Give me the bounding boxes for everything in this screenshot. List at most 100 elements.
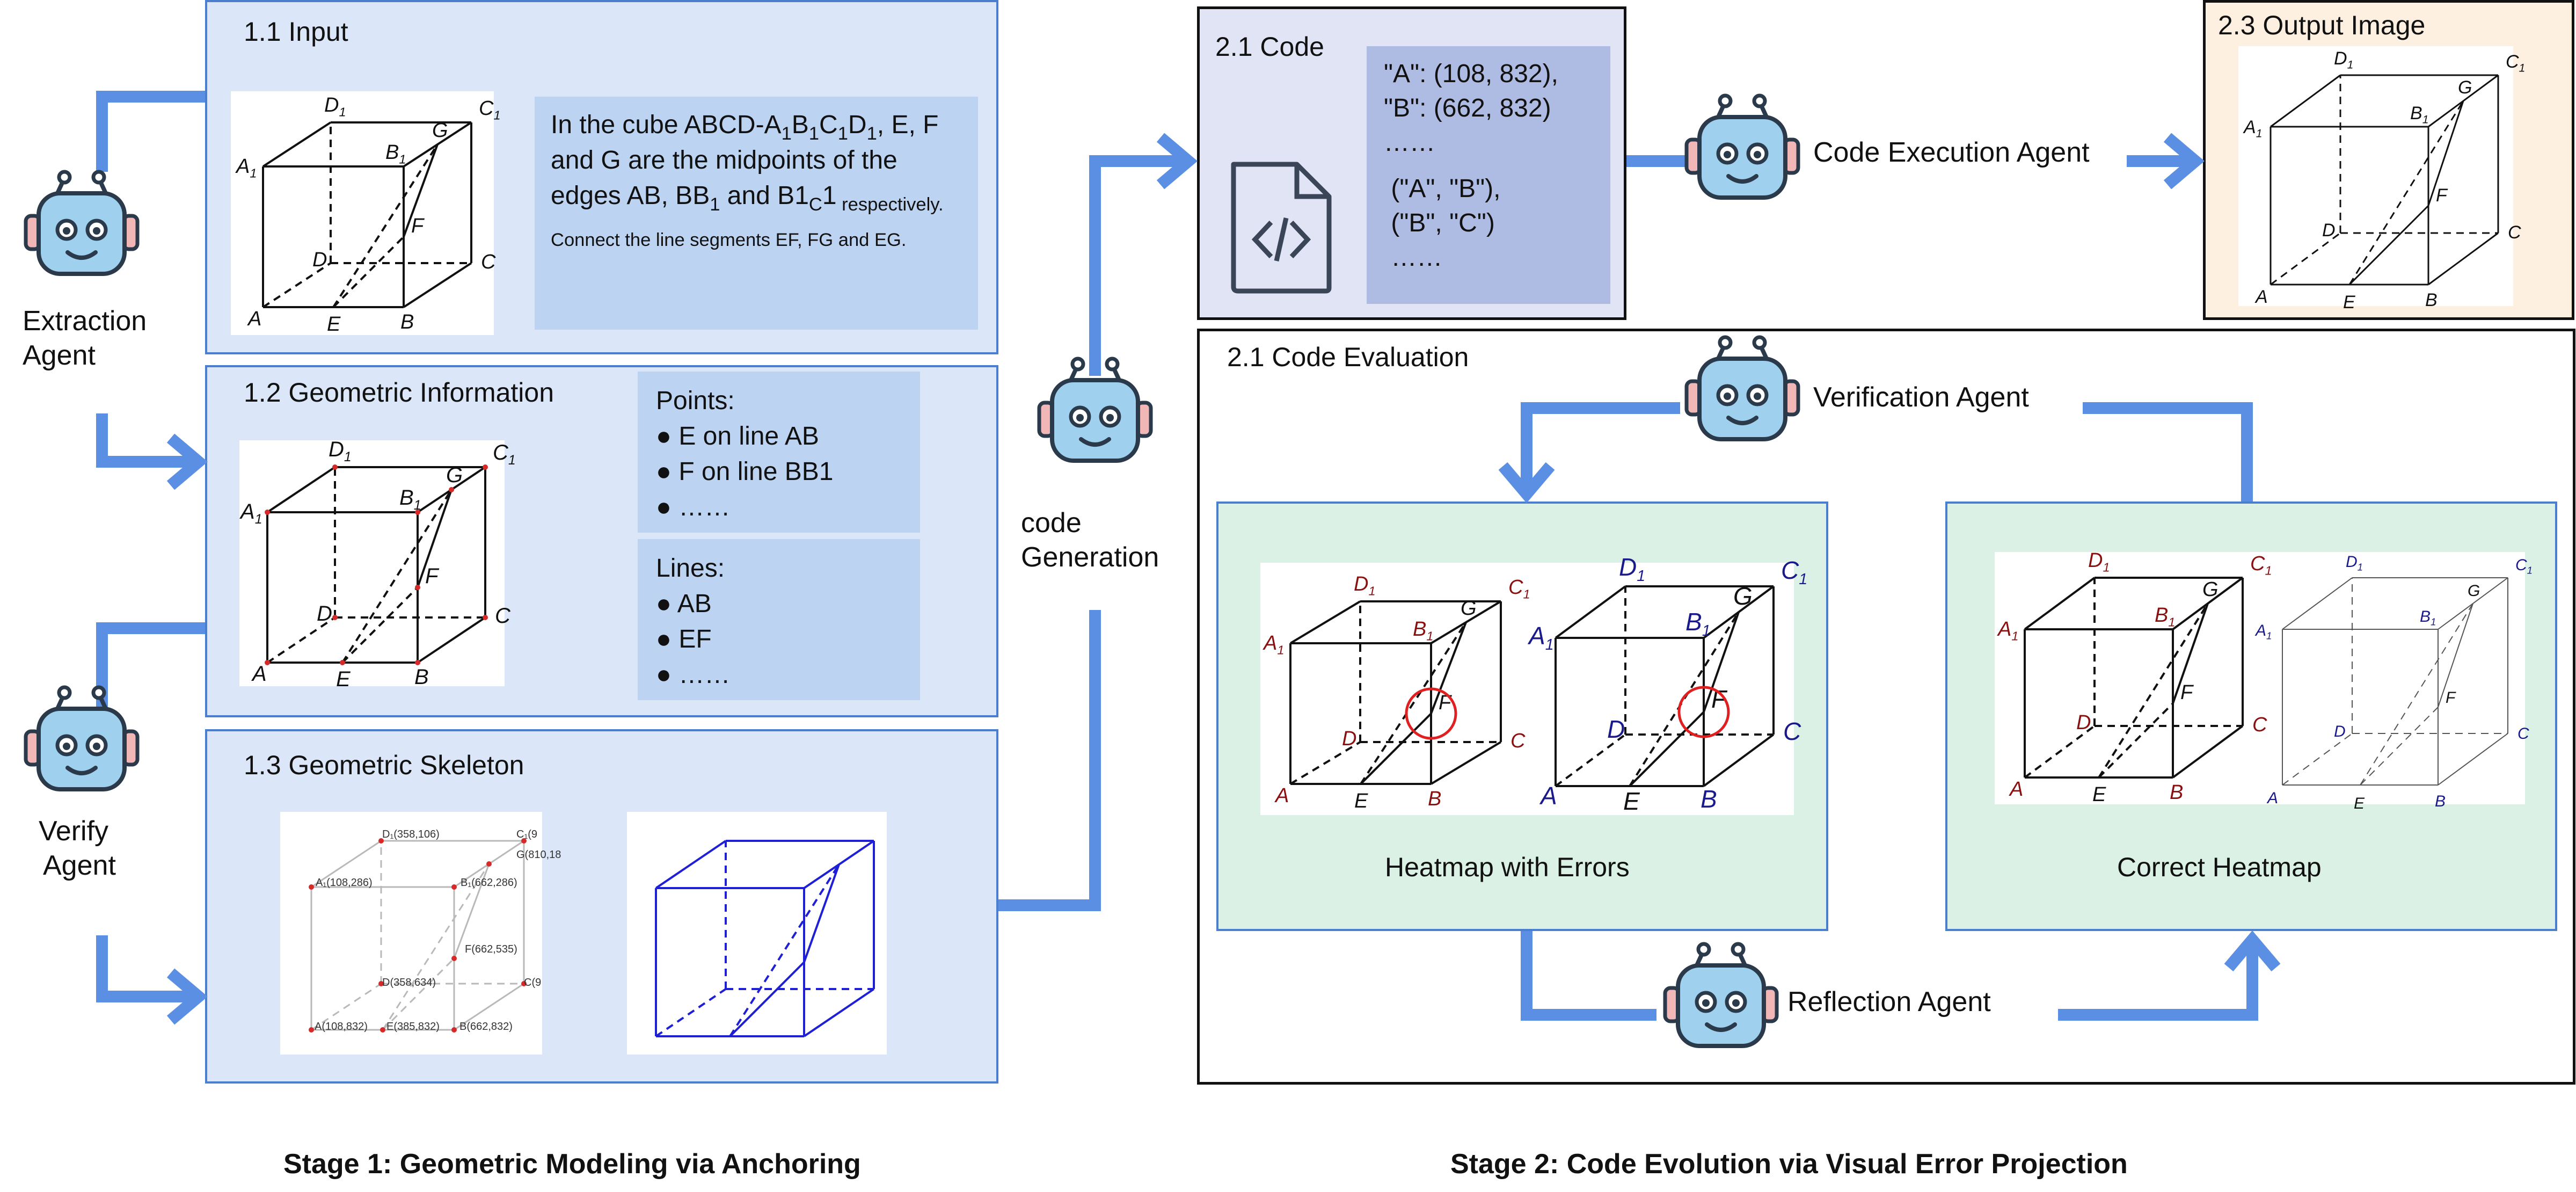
arrow-extract-to-geoinfo-shaft (96, 413, 199, 468)
code-card: "A": (108, 832),"B": (662, 832)…… ("A", … (1367, 46, 1610, 304)
arrow-head-icon (2163, 133, 2205, 190)
cube-label-subscript: 1 (250, 166, 257, 180)
cube-label-D1: D1 (2346, 553, 2363, 573)
anchor-dot (332, 464, 338, 470)
antenna-tip (1718, 93, 1733, 108)
cube-label-subscript: 1 (1637, 568, 1645, 585)
anchor-dot (415, 660, 420, 665)
lines-title: Lines: (656, 554, 725, 583)
problem-text-subscript: 1 (781, 123, 792, 144)
cube-label-E: E (1623, 787, 1640, 815)
skeleton-blue-frame (627, 812, 887, 1055)
geo-info-figure-frame (239, 440, 505, 686)
reflection-agent-label: Reflection Agent (1787, 986, 1991, 1017)
cube-label-F: F (2180, 681, 2194, 704)
cube-edge-hidden (655, 988, 727, 1037)
point-item-text: E on line AB (678, 422, 819, 450)
cube-label-C1: C1 (479, 97, 501, 122)
cube-label-A1: A1 (1263, 632, 1284, 657)
error-circle-icon (1405, 687, 1457, 740)
verify-agent-line1: Verify (39, 816, 109, 847)
cube-edge (2270, 74, 2341, 128)
cube-label-E: E (336, 667, 351, 691)
code-line: …… (1384, 128, 1435, 157)
cube-label-G: G (1461, 597, 1477, 620)
skeleton-coord-label: F(662,535) (465, 943, 517, 955)
problem-text-subscript: C (808, 194, 822, 215)
antenna-tip (1696, 942, 1711, 957)
cube-edge (453, 863, 490, 959)
cube-edge (1430, 741, 1502, 785)
problem-text-subscript: 1 (866, 123, 877, 144)
cube-edge-hidden (2098, 702, 2174, 779)
points-title: Points: (656, 387, 735, 415)
cube-edge-hidden (2282, 733, 2353, 786)
cube-edge (803, 864, 840, 963)
arrow-reflection-to-correct (2058, 930, 2281, 1021)
cube-label-C: C (2517, 725, 2529, 743)
cube-label-D: D (2322, 220, 2336, 241)
verification-agent-label: Verification Agent (1813, 382, 2029, 413)
cube-label-A1: A1 (2243, 117, 2262, 140)
robot-pupil (1106, 414, 1114, 421)
cube-label-subscript: 1 (1368, 584, 1375, 598)
arrow-extract-to-input (96, 91, 205, 172)
robot-head (37, 707, 127, 791)
cube-label-A: A (1539, 782, 1557, 810)
cube-label-E: E (2092, 783, 2106, 806)
cube-label-A: A (2009, 778, 2023, 801)
antenna-tip (57, 170, 72, 185)
code-gen-line2: Generation (1021, 542, 1159, 573)
cube-label-C1: C1 (493, 441, 516, 468)
cube-edge (2172, 725, 2244, 779)
arrow-head-icon (166, 433, 208, 490)
robot-pupil (1724, 151, 1731, 158)
cube-label-E: E (1354, 790, 1368, 812)
line-item: ● …… (656, 657, 902, 693)
cube-label-subscript: 1 (2422, 113, 2429, 126)
cube-edge-hidden (2360, 707, 2439, 786)
cube-label-subscript: 1 (1277, 643, 1284, 657)
output-label: 2.3 Output Image (2218, 10, 2426, 40)
verify-agent-robot-icon (24, 685, 140, 791)
anchor-dot (415, 510, 420, 515)
cube-label-A1: A1 (235, 155, 257, 180)
cube-edge (403, 144, 439, 237)
cube-label-subscript: 1 (1523, 587, 1530, 601)
point-item: ● …… (656, 490, 902, 525)
anchor-dot (415, 585, 420, 590)
arrow-codegen-to-code (1089, 133, 1198, 376)
arrow-codegen-to-code-shaft (1089, 155, 1188, 376)
cube-label-subscript: 1 (339, 105, 346, 119)
cube-edge (803, 988, 875, 1037)
cube-label-subscript: 1 (255, 512, 262, 527)
arrow-skeleton-to-codegen (998, 610, 1101, 911)
cube-label-C: C (1510, 730, 1526, 752)
cube-label-subscript: 1 (1426, 629, 1433, 643)
extraction-agent-line1: Extraction (23, 306, 147, 337)
robot-pupil (1754, 393, 1761, 400)
cube-edge-hidden (2360, 603, 2473, 786)
correct-heatmap-label: Correct Heatmap (2117, 852, 2322, 882)
code-lines-b: ("A", "B"), ("B", "C") …… (1384, 172, 1593, 275)
cube-label-F: F (1439, 692, 1452, 714)
cube-label-D: D (2076, 711, 2091, 734)
robot-mouth (1079, 437, 1111, 447)
cube-label-subscript: 1 (2347, 59, 2354, 71)
problem-text-segment: 1 (794, 181, 809, 210)
cube-label-B1: B1 (399, 486, 421, 513)
cube-edge (1629, 711, 1705, 787)
code-label: 2.1 Code (1215, 32, 1324, 62)
cube-edge (655, 840, 727, 889)
cube-edge (1430, 622, 1467, 714)
arrow-extract-to-input-shaft (96, 91, 205, 172)
cube-label-B1: B1 (1685, 608, 1711, 639)
arrow-verification-to-errors (1498, 402, 1680, 504)
anchor-dot (483, 464, 488, 470)
error-circle-icon (1677, 686, 1730, 738)
anchor-dot (451, 1027, 457, 1033)
heatmap-errors-frame (1260, 563, 1794, 815)
line-item-text: …… (678, 660, 731, 689)
